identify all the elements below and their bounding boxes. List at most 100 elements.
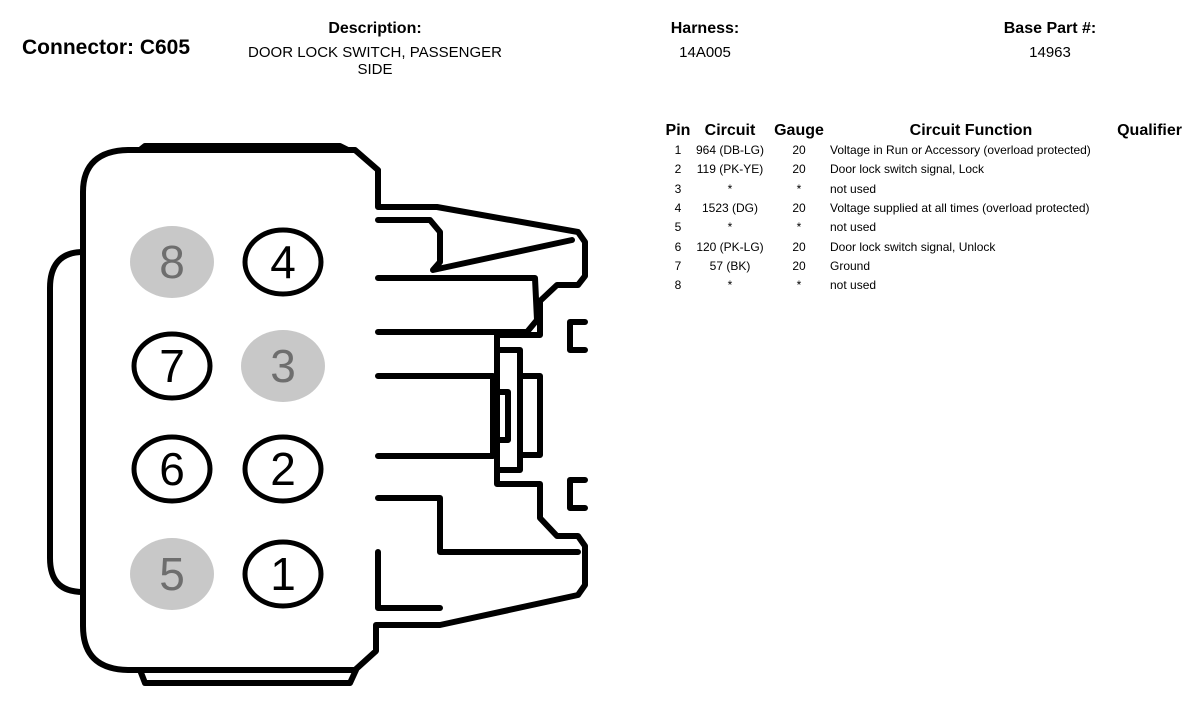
pin-circle — [242, 539, 324, 609]
qualifier-cell — [1112, 276, 1182, 295]
circuit-function-cell: Ground — [830, 258, 871, 273]
pin-number: 8 — [159, 236, 185, 288]
pin-circle — [242, 434, 324, 504]
pin-circle — [130, 226, 214, 298]
pin-number: 5 — [159, 548, 185, 600]
pin-number: 6 — [159, 443, 185, 495]
center-key-outline — [375, 373, 496, 459]
pin-number: 3 — [270, 340, 296, 392]
qualifier-header: Qualifier — [1117, 122, 1182, 139]
pin-cell: 3 — [674, 181, 682, 196]
table-row: 4 1523 (DG) 20 Voltage supplied at all time… — [664, 199, 1182, 218]
gauge-cell: 20 — [792, 162, 806, 177]
gauge-cell: * — [796, 220, 802, 235]
gauge-cell: 20 — [792, 143, 806, 158]
pin-circle — [242, 227, 324, 297]
description-value: DOOR LOCK SWITCH, PASSENGER SIDE — [248, 44, 502, 78]
pin-circle — [130, 538, 214, 610]
pin-number: 2 — [270, 443, 296, 495]
pin-cavity-6: 6 — [131, 434, 213, 504]
qualifier-cell — [1112, 237, 1182, 256]
pin-circle — [131, 434, 213, 504]
connector-body-outline — [80, 147, 588, 673]
table-row: 5 * * not used — [664, 218, 1182, 237]
pin-cell: 5 — [674, 220, 682, 235]
pin-cavities: 8 4 7 3 6 2 5 1 — [130, 226, 325, 610]
qualifier-cell — [1112, 257, 1182, 276]
table-row: 7 57 (BK) 20 Ground — [664, 257, 1182, 276]
top-latch-line — [137, 143, 351, 153]
circuit-function-cell: Voltage supplied at all times (overload … — [830, 201, 1090, 216]
table-row: 2 119 (PK-YE) 20 Door lock switch signal, L… — [664, 160, 1182, 179]
gauge-cell: * — [796, 278, 802, 293]
table-row: 8 * * not used — [664, 276, 1182, 295]
pin-table: Pin Circuit Gauge Circuit Function Quali… — [664, 121, 1182, 295]
pin-cell: 4 — [674, 201, 682, 216]
pin-number: 4 — [270, 236, 296, 288]
circuit-function-cell: Door lock switch signal, Unlock — [830, 239, 996, 254]
center-key-notch — [494, 389, 511, 443]
description-label: Description: — [328, 20, 422, 37]
pin-cavity-5: 5 — [130, 538, 214, 610]
pin-cavity-2: 2 — [242, 434, 324, 504]
lower-latch-outline — [375, 495, 581, 555]
pin-cavity-8: 8 — [130, 226, 214, 298]
pin-cell: 8 — [674, 278, 682, 293]
center-key-tab — [517, 373, 543, 458]
qualifier-cell — [1112, 180, 1182, 199]
table-row: 1 964 (DB-LG) 20 Voltage in Run or Accessor… — [664, 141, 1182, 160]
pin-cell: 2 — [674, 162, 682, 177]
connector-title: Connector: C605 — [22, 36, 191, 59]
qualifier-cell — [1112, 199, 1182, 218]
left-tab-outline — [47, 249, 86, 595]
circuit-function-header: Circuit Function — [909, 122, 1033, 139]
qualifier-cell — [1112, 160, 1182, 179]
gauge-cell: * — [796, 181, 802, 196]
circuit-cell: 57 (BK) — [709, 258, 751, 273]
lower-slot-outline — [375, 549, 443, 611]
pin-cavity-3: 3 — [241, 330, 325, 402]
right-notch-upper — [567, 319, 588, 353]
pin-cell: 6 — [674, 239, 682, 254]
right-notch-lower — [567, 477, 588, 511]
qualifier-cell — [1112, 218, 1182, 237]
pin-number: 1 — [270, 548, 296, 600]
circuit-cell: 119 (PK-YE) — [696, 162, 764, 177]
gauge-cell: 20 — [792, 258, 806, 273]
harness-value: 14A005 — [679, 44, 731, 61]
pin-cavity-4: 4 — [242, 227, 324, 297]
pin-cell: 1 — [674, 143, 682, 158]
circuit-function-cell: not used — [830, 278, 877, 293]
center-key-inner — [494, 347, 523, 473]
circuit-header: Circuit — [704, 122, 756, 139]
upper-latch-outline — [375, 217, 575, 273]
base-part-label: Base Part #: — [1003, 20, 1097, 37]
circuit-cell: 1523 (DG) — [701, 201, 759, 216]
circuit-function-cell: Voltage in Run or Accessory (overload pr… — [830, 143, 1091, 158]
gauge-header: Gauge — [774, 122, 824, 139]
pin-number: 7 — [159, 340, 185, 392]
pin-cavity-1: 1 — [242, 539, 324, 609]
pin-circle — [241, 330, 325, 402]
pin-circle — [131, 331, 213, 401]
circuit-cell: 964 (DB-LG) — [695, 143, 765, 158]
pin-cell: 7 — [674, 258, 682, 273]
circuit-cell: * — [727, 181, 733, 196]
circuit-function-cell: Door lock switch signal, Lock — [830, 162, 985, 177]
pin-header: Pin — [665, 122, 691, 139]
pin-cavity-7: 7 — [131, 331, 213, 401]
circuit-cell: * — [727, 220, 733, 235]
circuit-cell: * — [727, 278, 733, 293]
circuit-function-cell: not used — [830, 181, 877, 196]
connector-diagram: 8 4 7 3 6 2 5 1 — [47, 143, 588, 686]
upper-slot-outline — [375, 275, 540, 335]
table-row: 3 * * not used — [664, 180, 1182, 199]
qualifier-cell — [1112, 141, 1182, 160]
pin-table-header: Pin Circuit Gauge Circuit Function Quali… — [664, 121, 1182, 141]
circuit-function-cell: not used — [830, 220, 877, 235]
base-part-value: 14963 — [1029, 44, 1071, 61]
gauge-cell: 20 — [792, 201, 806, 216]
bottom-latch-line — [137, 667, 359, 686]
gauge-cell: 20 — [792, 239, 806, 254]
